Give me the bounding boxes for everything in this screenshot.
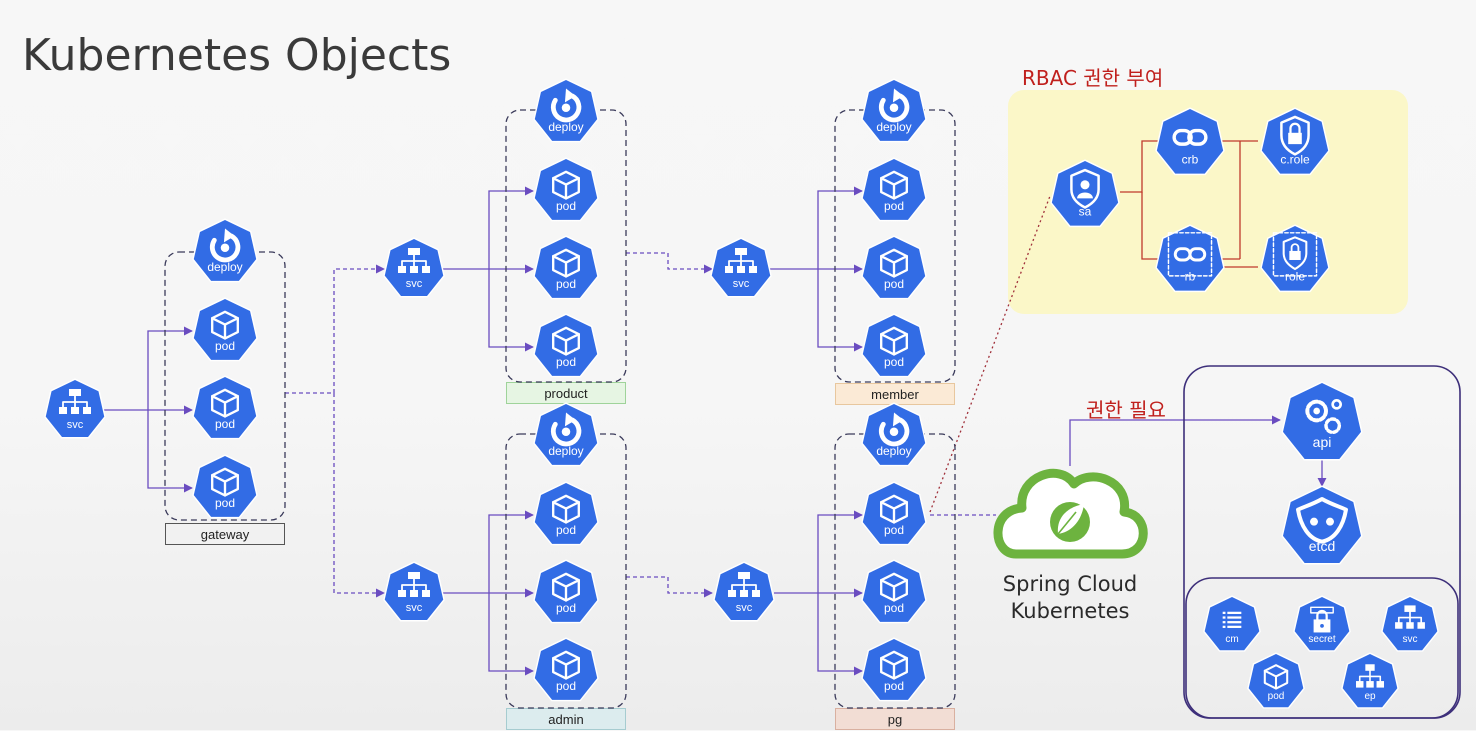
member-pod-2-label: pod (884, 277, 904, 291)
member-pod-1-icon: pod (861, 157, 927, 222)
gateway-pod-3-label: pod (215, 496, 235, 510)
gateway-deploy-icon: deploy (192, 218, 258, 283)
rbac-rb-icon: rb (1155, 224, 1225, 293)
pg-pod-2-icon: pod (861, 559, 927, 624)
cluster-cm-icon: cm (1203, 595, 1261, 652)
cluster-resources-box (1185, 577, 1459, 719)
admin-deploy-icon: deploy (533, 402, 599, 467)
cluster-pod-icon: pod (1247, 652, 1305, 709)
gateway-deploy-label: deploy (207, 260, 242, 274)
member-pod-1-label: pod (884, 199, 904, 213)
member-pod-3-icon: pod (861, 313, 927, 378)
member-deploy-label: deploy (876, 120, 911, 134)
cluster-api-icon: api (1281, 381, 1363, 461)
rbac-sa-icon: sa (1050, 159, 1120, 228)
permission-needed-label: 권한 필요 (1086, 398, 1166, 422)
cluster-ep-icon: ep (1341, 652, 1399, 709)
gateway-pod-2-label: pod (215, 417, 235, 431)
pg-deploy-icon: deploy (861, 402, 927, 467)
product-deploy-icon: deploy (533, 78, 599, 143)
rbac-crole-label: c.role (1280, 152, 1310, 166)
admin-pod-3-label: pod (556, 679, 576, 693)
member-pod-3-label: pod (884, 355, 904, 369)
pg-svc-icon: svc (713, 561, 775, 622)
cluster-etcd-label: etcd (1309, 538, 1335, 554)
rbac-crb-label: crb (1182, 152, 1199, 166)
member-pod-2-icon: pod (861, 235, 927, 300)
cluster-cm-label: cm (1225, 634, 1238, 645)
pg-pod-3-label: pod (884, 679, 904, 693)
rbac-rb-label: rb (1185, 269, 1196, 283)
product-pod-2-icon: pod (533, 235, 599, 300)
pg-pod-2-label: pod (884, 601, 904, 615)
rbac-heading: RBAC 권한 부여 (1022, 66, 1164, 90)
cluster-api-label: api (1313, 434, 1332, 450)
pg-svc-label: svc (736, 602, 753, 614)
rbac-crole-icon: c.role (1260, 107, 1330, 176)
product-pod-1-label: pod (556, 199, 576, 213)
admin-pod-1-label: pod (556, 523, 576, 537)
admin-pod-2-icon: pod (533, 559, 599, 624)
gateway-svc-label: svc (67, 419, 84, 431)
cluster-svc-icon: svc (1381, 595, 1439, 652)
product-deploy-label: deploy (548, 120, 583, 134)
member-deploy-icon: deploy (861, 78, 927, 143)
group-label-gateway: gateway (165, 523, 285, 545)
cluster-pod-label: pod (1268, 691, 1285, 702)
gateway-svc-icon: svc (44, 378, 106, 439)
member-svc-icon: svc (710, 237, 772, 298)
rbac-sa-label: sa (1079, 204, 1092, 218)
cluster-svc-label: svc (1403, 634, 1418, 645)
gateway-pod-1-icon: pod (192, 297, 258, 362)
spring-cloud-line2: Kubernetes (1010, 599, 1130, 623)
admin-svc-icon: svc (383, 561, 445, 622)
pg-deploy-label: deploy (876, 444, 911, 458)
gateway-pod-2-icon: pod (192, 375, 258, 440)
admin-svc-label: svc (406, 602, 423, 614)
rbac-role-label: role (1285, 269, 1305, 283)
pg-pod-1-icon: pod (861, 481, 927, 546)
cluster-secret-icon: secret (1293, 595, 1351, 652)
admin-pod-2-label: pod (556, 601, 576, 615)
admin-pod-1-icon: pod (533, 481, 599, 546)
product-pod-3-icon: pod (533, 313, 599, 378)
product-svc-icon: svc (383, 237, 445, 298)
admin-pod-3-icon: pod (533, 637, 599, 702)
member-svc-label: svc (733, 278, 750, 290)
cluster-secret-label: secret (1308, 634, 1335, 645)
group-label-member: member (835, 383, 955, 405)
spring-cloud-label: Spring Cloud Kubernetes (980, 571, 1160, 625)
admin-deploy-label: deploy (548, 444, 583, 458)
page-title: Kubernetes Objects (22, 30, 452, 81)
spring-cloud-line1: Spring Cloud (1002, 572, 1138, 596)
pg-pod-3-icon: pod (861, 637, 927, 702)
rbac-crb-icon: crb (1155, 107, 1225, 176)
gateway-pod-1-label: pod (215, 339, 235, 353)
product-svc-label: svc (406, 278, 423, 290)
group-label-admin: admin (506, 708, 626, 730)
product-pod-2-label: pod (556, 277, 576, 291)
product-pod-3-label: pod (556, 355, 576, 369)
cluster-ep-label: ep (1364, 691, 1376, 702)
pg-pod-1-label: pod (884, 523, 904, 537)
group-label-product: product (506, 382, 626, 404)
cluster-etcd-icon: etcd (1281, 485, 1363, 565)
product-pod-1-icon: pod (533, 157, 599, 222)
spring-cloud-logo (993, 468, 1148, 559)
rbac-role-icon: role (1260, 224, 1330, 293)
gateway-pod-3-icon: pod (192, 454, 258, 519)
